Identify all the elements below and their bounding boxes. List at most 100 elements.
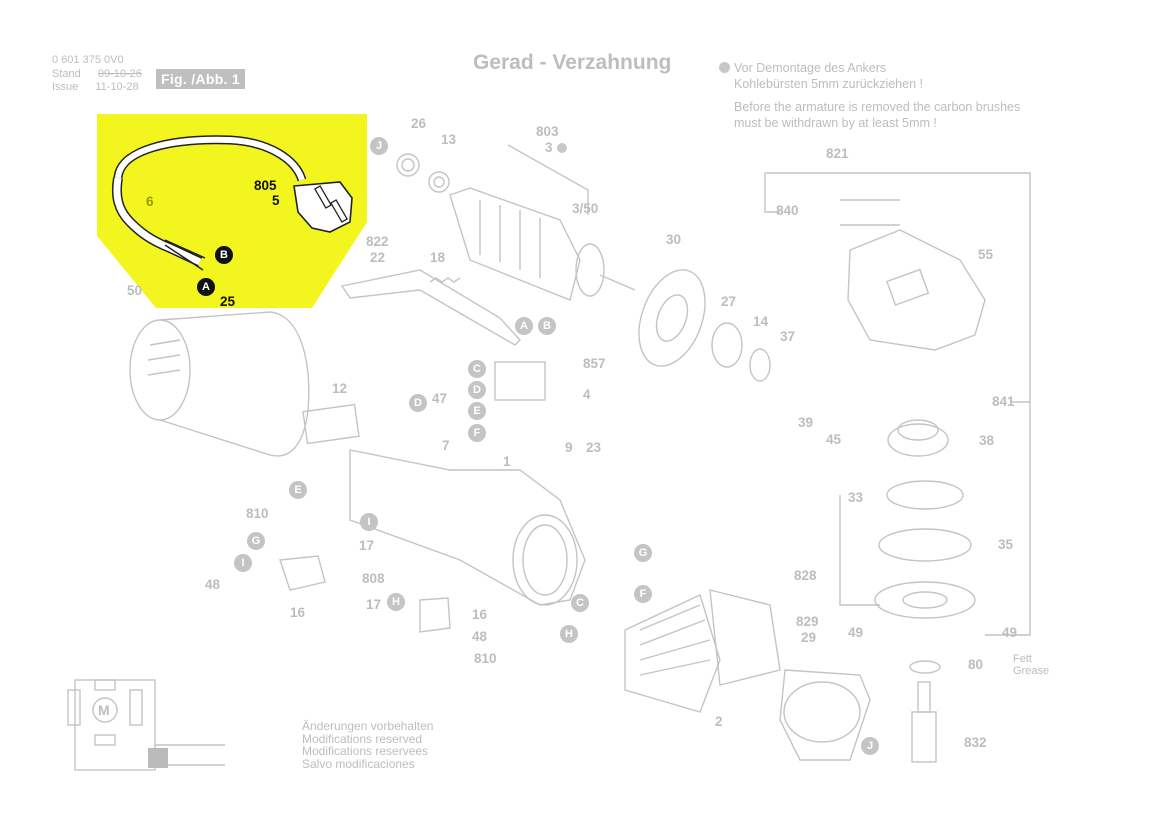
- highlighted-area: [97, 114, 367, 308]
- callout-g: G: [634, 544, 652, 562]
- callout-h: H: [560, 625, 578, 643]
- switch-block: [494, 361, 546, 401]
- schematic-switch-block: [148, 748, 168, 768]
- part-label-48: 48: [205, 577, 221, 592]
- grease-note: Fett Grease: [1013, 653, 1049, 677]
- part-label-810b: 810: [474, 651, 497, 666]
- callout-f: F: [634, 585, 652, 603]
- part-label-27: 27: [721, 294, 737, 309]
- part-label-39: 39: [798, 415, 814, 430]
- bevel-gear: [887, 419, 949, 457]
- part-label-9: 9: [565, 440, 573, 455]
- disassembly-note: Vor Demontage des Ankers Kohlebürsten 5m…: [734, 60, 1020, 131]
- date-old: 09-10-26: [97, 68, 142, 80]
- switch-slide: [340, 269, 521, 346]
- callout-c: C: [571, 594, 589, 612]
- note-bullet-icon: [719, 62, 730, 73]
- part-label-35: 35: [998, 537, 1014, 552]
- part-label-23: 23: [586, 440, 602, 455]
- gear-housing: [349, 449, 586, 606]
- stand-label: Stand: [52, 68, 81, 80]
- part-label-840: 840: [776, 203, 799, 218]
- revision-block: Stand 09-10-26 Issue 11-10-28: [52, 68, 142, 94]
- callout-e: E: [468, 402, 486, 420]
- part-label-808: 808: [362, 571, 385, 586]
- part-label-13: 13: [441, 132, 457, 147]
- part-label-822: 822: [366, 234, 389, 249]
- callout-h: H: [387, 593, 405, 611]
- motor-symbol-label: M: [98, 702, 110, 718]
- mod-line: Änderungen vorbehalten: [302, 719, 434, 733]
- part-label-16b: 16: [472, 607, 488, 622]
- part-label-14: 14: [753, 314, 769, 329]
- callout-j: J: [861, 737, 879, 755]
- part-label-55: 55: [978, 247, 994, 262]
- brush-holder-2: [419, 597, 451, 633]
- callout-f: F: [468, 424, 486, 442]
- bearing-26: [396, 153, 420, 177]
- part-label-805: 805: [254, 178, 277, 193]
- callout-g: G: [247, 532, 265, 550]
- document-number: 0 601 375 0V0: [52, 54, 124, 66]
- part-label-841: 841: [992, 394, 1015, 409]
- callout-i: I: [360, 513, 378, 531]
- spring: [429, 277, 461, 283]
- part-label-47: 47: [432, 391, 448, 406]
- part-label-16: 16: [290, 605, 306, 620]
- part-label-22: 22: [370, 250, 386, 265]
- part-label-2: 2: [715, 714, 723, 729]
- part-label-821: 821: [826, 146, 849, 161]
- callout-e: E: [289, 481, 307, 499]
- bearing-13: [428, 171, 450, 193]
- figure-label: Fig. /Abb. 1: [156, 69, 245, 89]
- part-label-29: 29: [801, 630, 817, 645]
- mod-line: Modifications reservees: [302, 744, 429, 758]
- part-label-4: 4: [583, 387, 591, 402]
- part-label-1: 1: [503, 454, 511, 469]
- field-coil: [624, 589, 781, 713]
- part-label-5: 5: [272, 193, 280, 208]
- part-label-17: 17: [359, 538, 375, 553]
- part-label-45: 45: [826, 432, 842, 447]
- bearing-14: [749, 348, 771, 382]
- callout-b: B: [538, 317, 556, 335]
- spindle: [909, 660, 941, 763]
- armature: [449, 187, 636, 301]
- part-label-6: 6: [146, 194, 154, 209]
- part-label-80: 80: [968, 657, 984, 672]
- part-label-803: 803: [536, 124, 559, 139]
- part-label-37: 37: [780, 329, 796, 344]
- diagram-title: Gerad - Verzahnung: [473, 51, 672, 74]
- fan: [638, 269, 706, 367]
- part-label-49: 49: [848, 625, 864, 640]
- plug: [293, 181, 353, 233]
- issue-label: Issue: [52, 81, 79, 93]
- part-label-7: 7: [442, 438, 450, 453]
- callout-j: J: [370, 137, 388, 155]
- note-line: Kohlebürsten 5mm zurückziehen !: [734, 77, 923, 91]
- note-line: Before the armature is removed the carbo…: [734, 100, 1021, 114]
- note-line: must be withdrawn by at least 5mm !: [734, 116, 937, 130]
- part-label-49b: 49: [1002, 625, 1018, 640]
- part-label-12: 12: [332, 381, 348, 396]
- power-cord: [111, 135, 307, 271]
- mod-line: Modifications reserved: [302, 731, 423, 746]
- note-line: Vor Demontage des Ankers: [734, 61, 887, 75]
- note-reference-dot-icon: [557, 143, 567, 153]
- part-label-18: 18: [430, 250, 446, 265]
- callout-a: A: [197, 278, 215, 296]
- brush-holder: [279, 555, 326, 591]
- circuit-schematic: [67, 679, 225, 771]
- mod-line: Salvo modificaciones: [302, 756, 415, 771]
- guard: [779, 669, 871, 761]
- part-label-17b: 17: [366, 597, 382, 612]
- part-label-30: 30: [666, 232, 682, 247]
- part-label-3-50: 3/50: [572, 201, 599, 216]
- ring-27: [711, 322, 743, 368]
- motor-housing: [129, 311, 310, 457]
- part-label-48b: 48: [472, 629, 488, 644]
- part-label-810: 810: [246, 506, 269, 521]
- part-label-25: 25: [220, 294, 236, 309]
- part-label-828: 828: [794, 568, 817, 583]
